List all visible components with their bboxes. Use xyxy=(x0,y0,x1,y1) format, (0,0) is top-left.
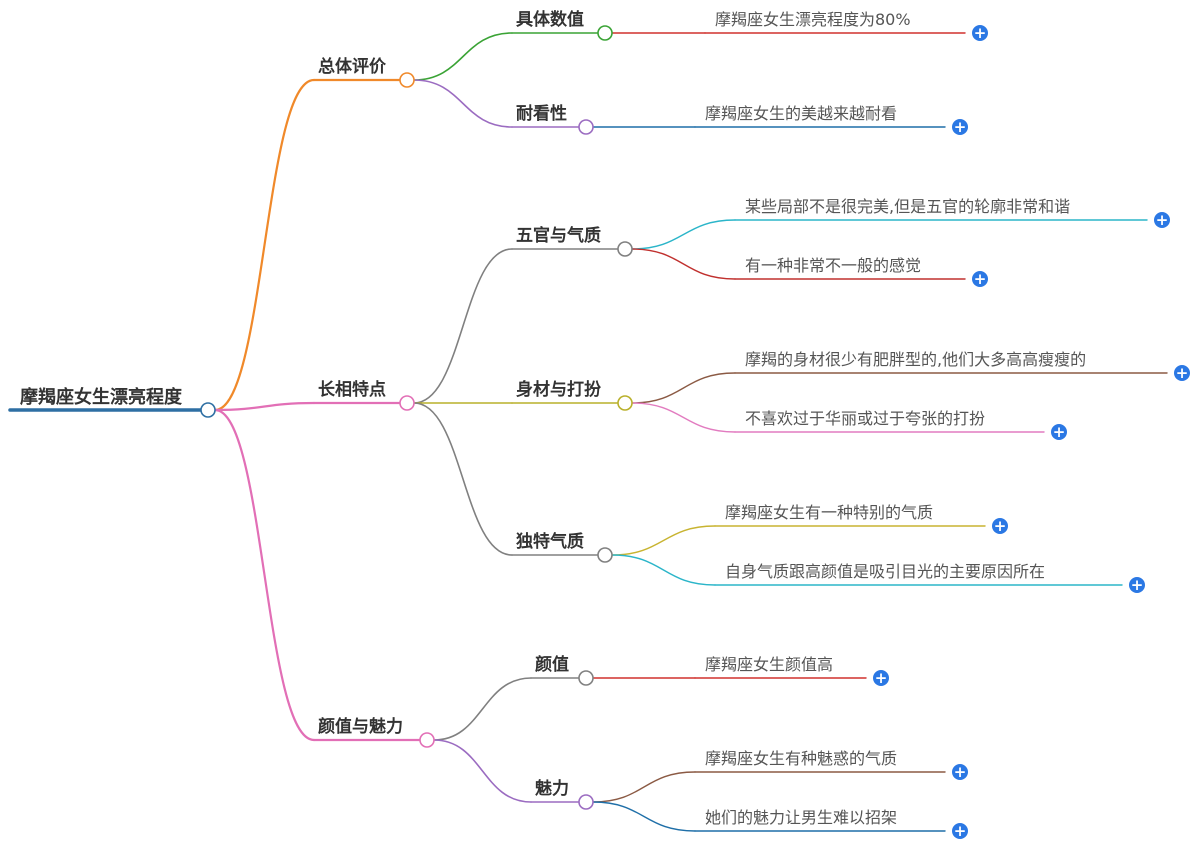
root-node-label: 摩羯座女生漂亮程度 xyxy=(20,387,182,408)
edge-branch-2-to-sub-1 xyxy=(433,739,532,803)
plus-icon[interactable]: + xyxy=(1154,211,1170,229)
sub-node-circle-0-1[interactable] xyxy=(578,119,594,135)
leaf-label-0-1-0: 摩羯座女生的美越来越耐看 xyxy=(705,104,898,123)
plus-icon[interactable]: + xyxy=(992,517,1008,535)
sub-node-circle-2-1[interactable] xyxy=(578,794,594,810)
leaf-label-1-0-0: 某些局部不是很完美,但是五官的轮廓非常和谐 xyxy=(745,197,1071,216)
plus-icon[interactable]: + xyxy=(952,118,968,136)
plus-icon[interactable]: + xyxy=(972,24,988,42)
sub-label-0-0: 具体数值 xyxy=(516,10,584,30)
edge-sub-1-1-to-leaf-1 xyxy=(631,402,736,433)
sub-label-0-1: 耐看性 xyxy=(516,104,567,124)
leaf-label-0-0-0: 摩羯座女生漂亮程度为80% xyxy=(715,10,911,29)
root-node-circle[interactable] xyxy=(200,402,216,418)
node-circle-layer xyxy=(200,25,633,810)
sub-label-2-0: 颜值 xyxy=(535,655,569,675)
sub-node-circle-1-0[interactable] xyxy=(617,241,633,257)
edge-root-to-branch-0 xyxy=(213,78,316,412)
sub-label-1-0: 五官与气质 xyxy=(516,226,601,246)
edge-branch-1-to-sub-0 xyxy=(413,248,513,404)
branch-label-0: 总体评价 xyxy=(318,57,386,77)
sub-label-1-1: 身材与打扮 xyxy=(516,380,601,400)
edge-sub-1-0-to-leaf-1 xyxy=(631,248,736,280)
leaf-label-1-1-0: 摩羯的身材很少有肥胖型的,他们大多高高瘦瘦的 xyxy=(745,350,1087,369)
plus-icon[interactable]: + xyxy=(873,669,889,687)
sub-node-circle-1-2[interactable] xyxy=(597,547,613,563)
sub-node-circle-0-0[interactable] xyxy=(597,25,613,41)
branch-label-2: 颜值与魅力 xyxy=(318,717,403,737)
edge-sub-1-2-to-leaf-1 xyxy=(611,554,716,586)
edge-layer xyxy=(8,32,1168,832)
leaf-label-2-0-0: 摩羯座女生颜值高 xyxy=(705,655,834,674)
edge-sub-2-1-to-leaf-1 xyxy=(592,801,696,832)
plus-icon[interactable]: + xyxy=(952,763,968,781)
plus-icon[interactable]: + xyxy=(1051,423,1067,441)
edge-sub-1-0-to-leaf-0 xyxy=(631,219,736,250)
leaf-label-1-2-1: 自身气质跟高颜值是吸引目光的主要原因所在 xyxy=(725,562,1046,581)
branch-label-1: 长相特点 xyxy=(318,380,386,400)
edge-branch-1-to-sub-2 xyxy=(413,402,513,556)
leaf-label-2-1-0: 摩羯座女生有种魅惑的气质 xyxy=(705,749,898,768)
sub-label-2-1: 魅力 xyxy=(535,779,569,799)
edge-root-to-branch-2 xyxy=(213,408,316,742)
plus-icon[interactable]: + xyxy=(1174,364,1190,382)
leaf-label-2-1-1: 她们的魅力让男生难以招架 xyxy=(705,808,898,827)
branch-node-circle-1[interactable] xyxy=(399,395,415,411)
edge-sub-1-1-to-leaf-0 xyxy=(631,372,736,404)
edge-branch-0-to-sub-0 xyxy=(413,32,513,81)
branch-node-circle-0[interactable] xyxy=(399,72,415,88)
plus-icon[interactable]: + xyxy=(952,822,968,840)
sub-node-circle-1-1[interactable] xyxy=(617,395,633,411)
edge-root-to-branch-1 xyxy=(213,401,316,412)
edge-sub-1-2-to-leaf-0 xyxy=(611,525,716,556)
sub-node-circle-2-0[interactable] xyxy=(578,670,594,686)
edge-branch-0-to-sub-1 xyxy=(413,79,513,128)
plus-icon[interactable]: + xyxy=(972,270,988,288)
edge-branch-2-to-sub-0 xyxy=(433,677,532,741)
edge-sub-2-1-to-leaf-0 xyxy=(592,771,696,803)
plus-icon[interactable]: + xyxy=(1129,576,1145,594)
sub-label-1-2: 独特气质 xyxy=(516,532,584,552)
leaf-label-1-0-1: 有一种非常不一般的感觉 xyxy=(745,256,922,275)
branch-node-circle-2[interactable] xyxy=(419,732,435,748)
leaf-label-1-1-1: 不喜欢过于华丽或过于夸张的打扮 xyxy=(745,409,986,428)
leaf-label-1-2-0: 摩羯座女生有一种特别的气质 xyxy=(725,503,934,522)
